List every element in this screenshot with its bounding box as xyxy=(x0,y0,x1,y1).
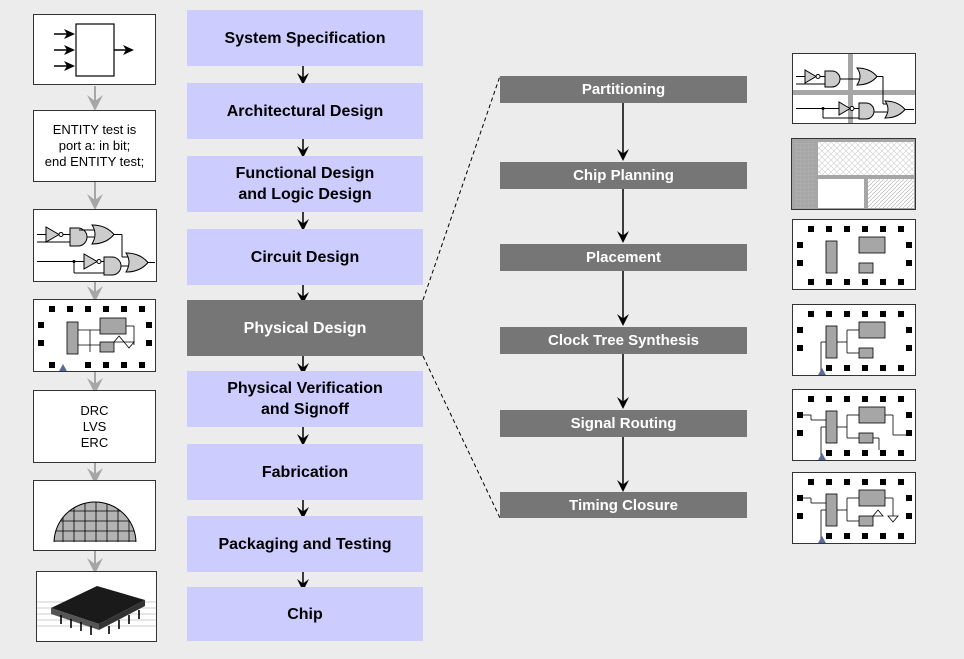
sub-step-partitioning: Partitioning xyxy=(500,76,747,103)
thumbnail-circuit-layout xyxy=(33,299,156,372)
flow-step-physical-verification: Physical Verification and Signoff xyxy=(187,371,423,427)
sub-step-label: Signal Routing xyxy=(570,415,677,432)
flow-step-label: Physical Design xyxy=(243,319,367,337)
thumbnail-timing-closure xyxy=(792,472,916,544)
thumbnail-logic-gates xyxy=(33,209,157,282)
sub-step-label: Partitioning xyxy=(581,81,666,98)
sub-step-label: Placement xyxy=(585,249,662,266)
thumbnail-clock-tree xyxy=(792,304,916,376)
flow-step-label: Circuit Design xyxy=(250,248,360,266)
thumbnail-chip-planning xyxy=(791,138,916,210)
flow-step-chip: Chip xyxy=(187,587,423,641)
hdl-code-text: ENTITY test is port a: in bit; end ENTIT… xyxy=(44,122,145,169)
sub-step-timing-closure: Timing Closure xyxy=(500,492,747,518)
thumbnail-system-block xyxy=(33,14,156,85)
sub-step-label: Chip Planning xyxy=(573,167,674,184)
sub-step-signal-routing: Signal Routing xyxy=(500,410,747,437)
verification-checks-text: DRC LVS ERC xyxy=(80,402,109,450)
flow-step-fabrication: Fabrication xyxy=(187,444,423,500)
sub-step-chip-planning: Chip Planning xyxy=(500,162,747,189)
flow-step-functional-logic-design: Functional Design and Logic Design xyxy=(187,156,423,212)
flow-step-packaging-testing: Packaging and Testing xyxy=(187,516,423,572)
sub-step-clock-tree-synthesis: Clock Tree Synthesis xyxy=(500,327,747,354)
sub-step-placement: Placement xyxy=(500,244,747,271)
flow-step-label: Fabrication xyxy=(261,463,349,481)
flow-step-architectural-design: Architectural Design xyxy=(187,83,423,139)
zoom-lines xyxy=(422,75,501,519)
sub-step-label: Timing Closure xyxy=(569,496,678,514)
flow-step-label: System Specification xyxy=(224,29,386,47)
flow-step-circuit-design: Circuit Design xyxy=(187,229,423,285)
thumbnail-packaged-chip xyxy=(36,571,157,642)
sub-step-label: Clock Tree Synthesis xyxy=(548,332,699,349)
thumbnail-placement xyxy=(792,219,916,290)
flow-step-label: Architectural Design xyxy=(226,102,384,120)
flow-step-label: Packaging and Testing xyxy=(218,535,392,553)
thumbnail-verification-checks: DRC LVS ERC xyxy=(33,390,156,463)
flow-step-system-specification: System Specification xyxy=(187,10,423,66)
flow-step-label: Chip xyxy=(287,605,323,623)
thumbnail-hdl-code: ENTITY test is port a: in bit; end ENTIT… xyxy=(33,110,156,182)
flow-step-physical-design: Physical Design xyxy=(187,300,423,356)
thumbnail-signal-routing xyxy=(792,389,916,461)
flow-step-label: Functional Design and Logic Design xyxy=(235,165,375,203)
thumbnail-partitioning xyxy=(792,53,916,124)
thumbnail-wafer xyxy=(33,480,156,551)
flow-step-label: Physical Verification and Signoff xyxy=(227,380,383,418)
